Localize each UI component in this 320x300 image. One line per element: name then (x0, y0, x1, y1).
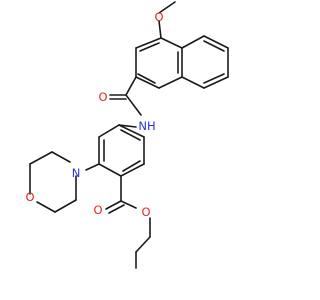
atom-nh: NH (138, 119, 155, 133)
bond (51, 151, 71, 163)
bond (139, 42, 160, 52)
bond (54, 199, 77, 213)
bond (36, 201, 56, 213)
molecule-structure: O O NH N O O O (25, 1, 229, 269)
bond (29, 151, 53, 165)
bond (120, 163, 145, 177)
bond (135, 236, 151, 253)
bond (125, 94, 142, 116)
atom-o-morpholine: O (25, 190, 34, 204)
bond (118, 124, 137, 128)
bond (98, 163, 122, 177)
bond (160, 37, 183, 49)
bond (158, 76, 183, 89)
atom-n-morpholine: N (72, 166, 81, 180)
bond (108, 204, 125, 214)
bond (203, 76, 229, 89)
bond (181, 76, 205, 89)
bond (105, 200, 122, 210)
atom-o-carbonyl-amide: O (98, 90, 107, 104)
bond (158, 20, 162, 39)
bond (158, 1, 176, 14)
bond (135, 76, 160, 89)
bond (135, 37, 162, 49)
atom-o-methoxy: O (154, 10, 163, 24)
bond (98, 124, 120, 138)
structure-drawing: O O NH N O O O (25, 1, 229, 269)
bond (203, 73, 225, 84)
bond (203, 40, 225, 52)
bond (118, 124, 145, 138)
bond (120, 200, 137, 209)
bond (125, 76, 137, 96)
bond (137, 73, 156, 84)
bond (120, 129, 141, 141)
bond (203, 35, 229, 49)
bond (122, 160, 141, 172)
bond (85, 163, 100, 171)
atom-o-ester: O (141, 205, 150, 219)
bond (181, 35, 205, 49)
atom-o-carbonyl-ester: O (93, 203, 102, 217)
